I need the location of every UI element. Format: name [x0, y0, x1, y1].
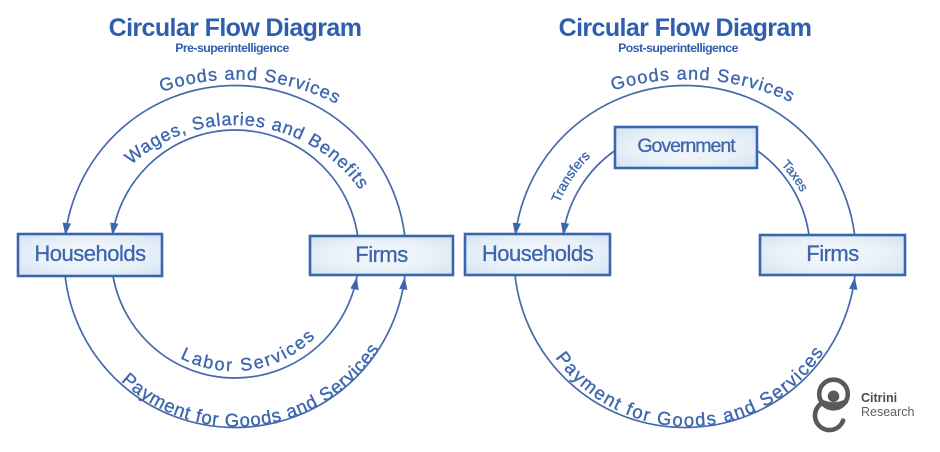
svg-text:Pre-superintelligence: Pre-superintelligence	[175, 41, 289, 55]
svg-text:Households: Households	[482, 241, 594, 266]
svg-text:Citrini: Citrini	[861, 391, 897, 405]
svg-text:Firms: Firms	[806, 241, 859, 266]
svg-text:Households: Households	[34, 241, 146, 266]
svg-text:Firms: Firms	[355, 242, 408, 267]
svg-text:Government: Government	[637, 135, 736, 157]
svg-text:Post-superintelligence: Post-superintelligence	[618, 41, 738, 55]
svg-text:Research: Research	[861, 405, 915, 419]
svg-text:Circular Flow Diagram: Circular Flow Diagram	[559, 14, 812, 42]
svg-text:Circular Flow Diagram: Circular Flow Diagram	[109, 14, 362, 42]
